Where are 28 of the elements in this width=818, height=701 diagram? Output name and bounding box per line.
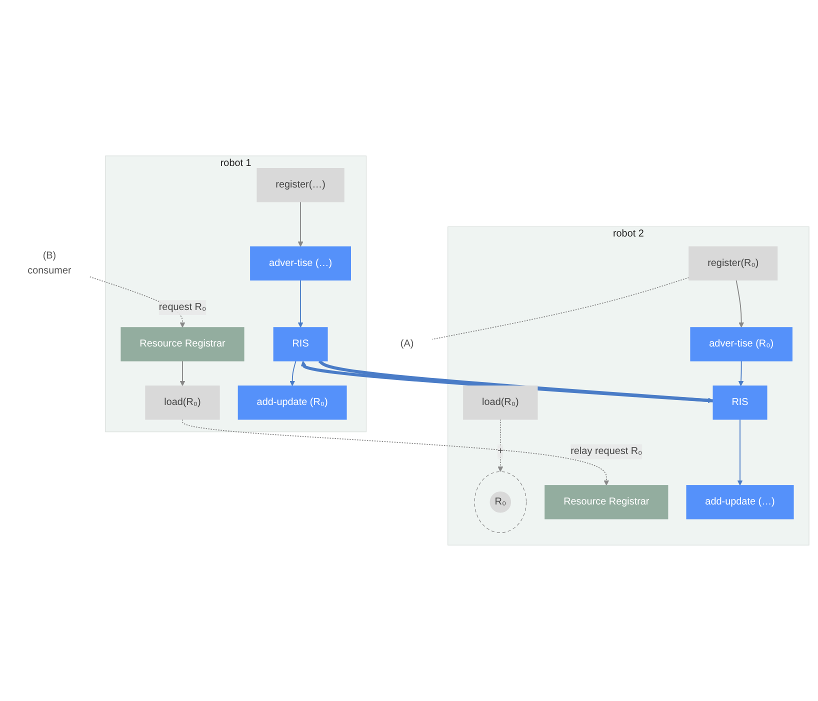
node-box: load(R₀)	[145, 386, 220, 420]
arrow	[736, 280, 744, 328]
arrow	[180, 360, 186, 386]
node-box: RIS	[712, 386, 768, 420]
edge-label: +	[498, 446, 504, 457]
node-box: add-update (…)	[686, 485, 794, 520]
arrow	[298, 280, 304, 328]
edge-label: relay request R₀	[570, 446, 642, 457]
node-box: register(…)	[256, 168, 344, 202]
connector	[432, 277, 690, 340]
arrow	[298, 201, 304, 247]
node-circle: R₀	[490, 492, 512, 513]
arrow	[290, 360, 296, 386]
cluster	[474, 471, 527, 533]
edge-label: request R₀	[158, 302, 206, 313]
node-box: adver-tise (…)	[250, 246, 351, 280]
node-box: Resource Registrar	[120, 327, 244, 362]
arrow	[738, 360, 744, 386]
node-box: adver-tise (R₀)	[690, 327, 792, 362]
arrow	[737, 418, 743, 486]
node-box: add-update (R₀)	[238, 386, 347, 420]
node-text: (B) consumer	[28, 250, 72, 276]
node-box: Resource Registrar	[544, 485, 668, 520]
node-box: register(R₀)	[688, 246, 778, 280]
node-box: RIS	[273, 327, 328, 362]
node-box: load(R₀)	[463, 386, 538, 420]
node-text: (A)	[400, 338, 414, 350]
arrow	[182, 418, 610, 486]
